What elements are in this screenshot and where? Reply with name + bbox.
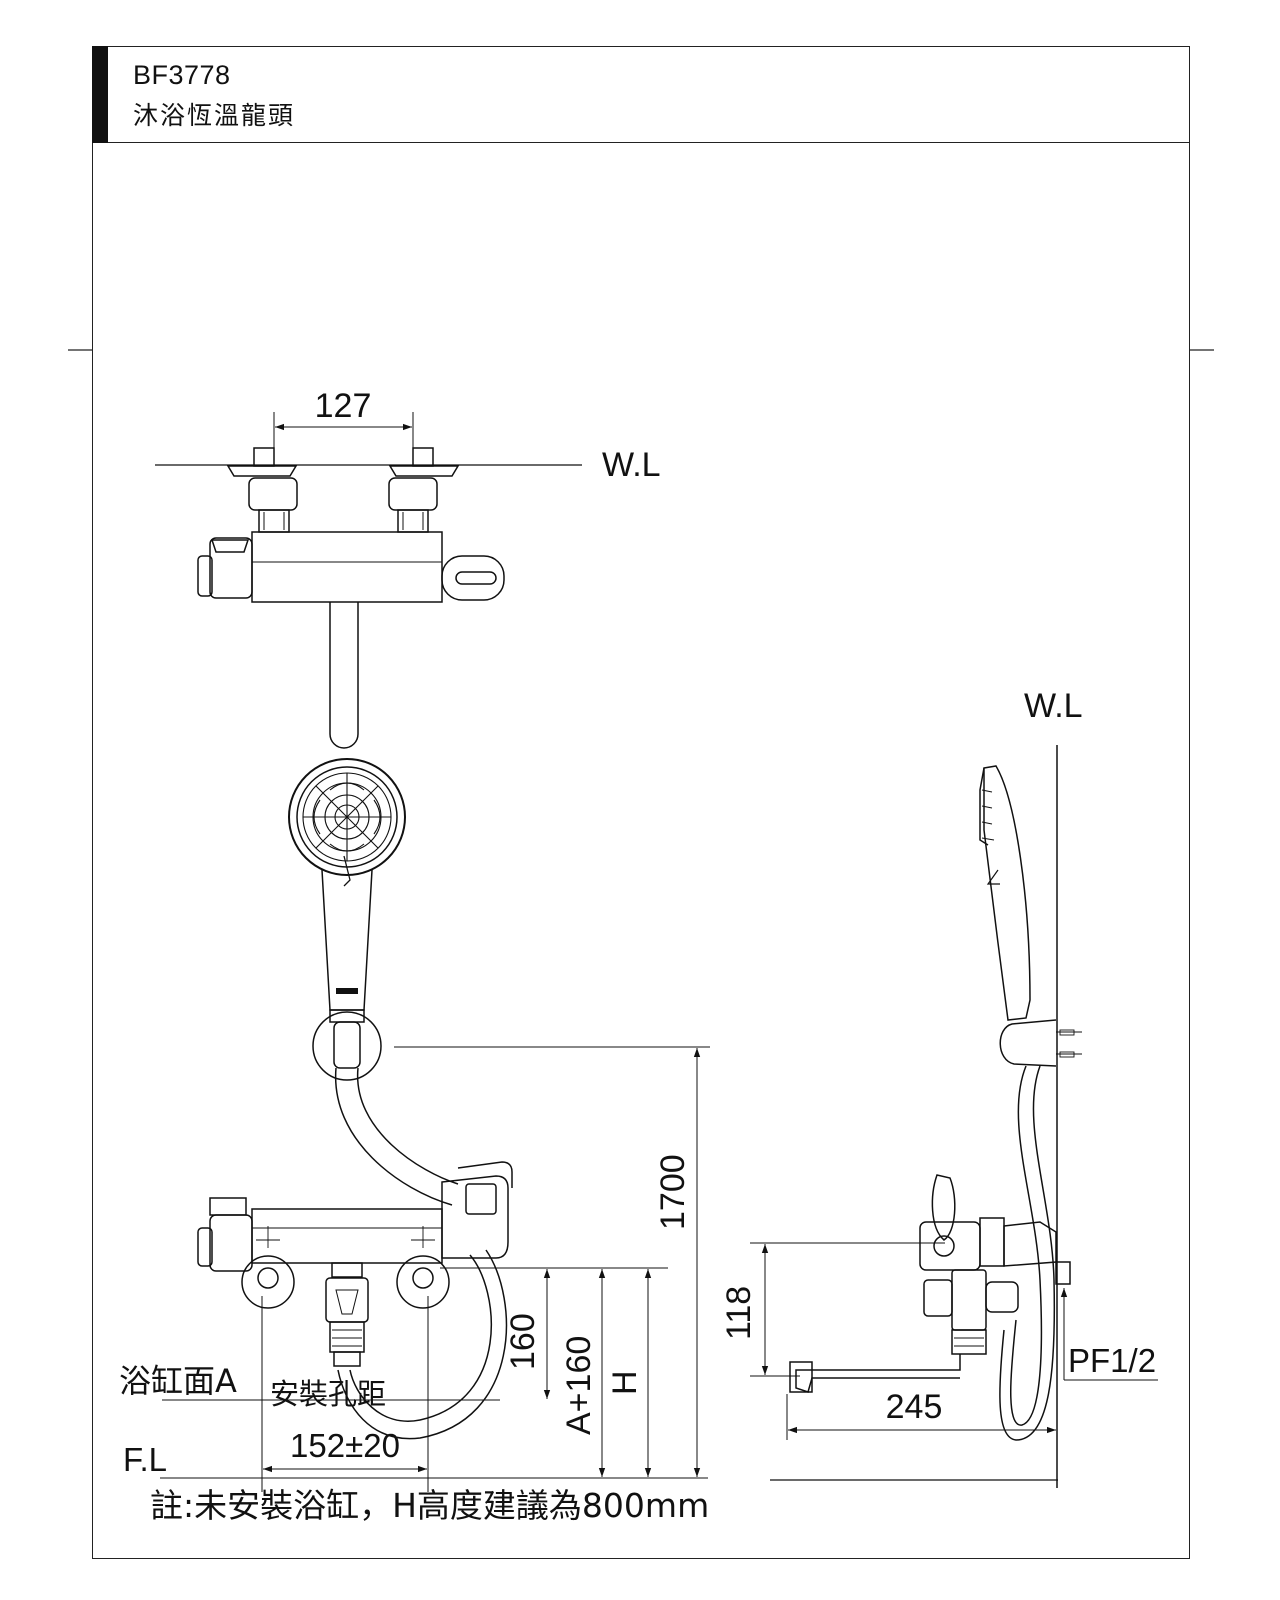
top-left-inlet-pipe <box>253 447 275 467</box>
shower-hose-lower <box>349 1254 492 1422</box>
side-diverter <box>951 1269 987 1331</box>
side-pf-thread <box>1055 1261 1071 1285</box>
top-temperature-knob <box>209 537 253 599</box>
model-number: BF3778 <box>133 60 231 90</box>
side-spout <box>795 1354 961 1393</box>
side-shower-handle <box>983 765 1031 1021</box>
front-flow-handle <box>441 1175 509 1259</box>
shower-holder <box>312 1011 382 1081</box>
shower-hose <box>335 1067 453 1206</box>
top-right-union-nut <box>388 477 438 511</box>
top-spout <box>329 602 359 749</box>
tub-rim-label: 浴缸面A <box>119 1362 237 1400</box>
brand-mark <box>336 988 358 994</box>
side-spray-switch <box>986 869 1000 885</box>
shower-head <box>288 758 406 876</box>
side-wall-line-label: W.L <box>1024 687 1083 725</box>
hole-spacing-label: 安裝孔距 <box>270 1377 386 1411</box>
top-view <box>155 412 582 749</box>
top-flow-handle <box>441 555 505 601</box>
dim-mount-height-formula: A+160 <box>560 1336 598 1435</box>
side-shower-holder <box>999 1019 1057 1067</box>
side-valve-body <box>919 1221 981 1271</box>
front-right-eccentric <box>396 1255 450 1309</box>
front-left-eccentric <box>241 1255 295 1309</box>
product-name: 沐浴恆溫龍頭 <box>133 101 296 130</box>
dim-above-tub-rim: 160 <box>504 1313 542 1370</box>
front-spout-nut <box>331 1262 363 1278</box>
title-block <box>92 46 1190 143</box>
front-view <box>160 758 710 1492</box>
front-valve-body <box>251 1208 443 1264</box>
dim-hole-spacing: 152±20 <box>290 1427 400 1464</box>
dim-holder-height: 1700 <box>654 1154 692 1230</box>
drawing-frame <box>92 46 1190 1559</box>
dim-inlet-spacing: 127 <box>315 387 372 425</box>
top-right-flange <box>388 465 460 477</box>
top-left-flange <box>226 465 298 477</box>
dim-mount-height-symbol: H <box>606 1370 644 1395</box>
front-spout-body <box>325 1277 369 1323</box>
side-inlet-fitting <box>1003 1221 1057 1267</box>
top-right-inlet-pipe <box>412 447 434 467</box>
top-left-union-nut <box>248 477 298 511</box>
dim-spout-height: 118 <box>720 1286 758 1340</box>
front-temperature-knob <box>209 1214 253 1272</box>
connection-thread-label: PF1/2 <box>1068 1342 1156 1379</box>
spray-face-pattern <box>302 772 392 862</box>
side-view <box>750 745 1158 1488</box>
spray-switch <box>343 855 351 887</box>
side-flow-handle <box>931 1174 956 1241</box>
top-wall-line-label: W.L <box>602 446 661 484</box>
top-valve-body <box>251 531 443 603</box>
side-hose <box>1010 1065 1043 1426</box>
installation-note: 註:未安裝浴缸，H高度建議為800mm <box>150 1486 709 1525</box>
floor-line-label: F.L <box>123 1441 167 1478</box>
dim-spout-reach: 245 <box>886 1388 943 1426</box>
title-accent-bar <box>92 46 108 143</box>
